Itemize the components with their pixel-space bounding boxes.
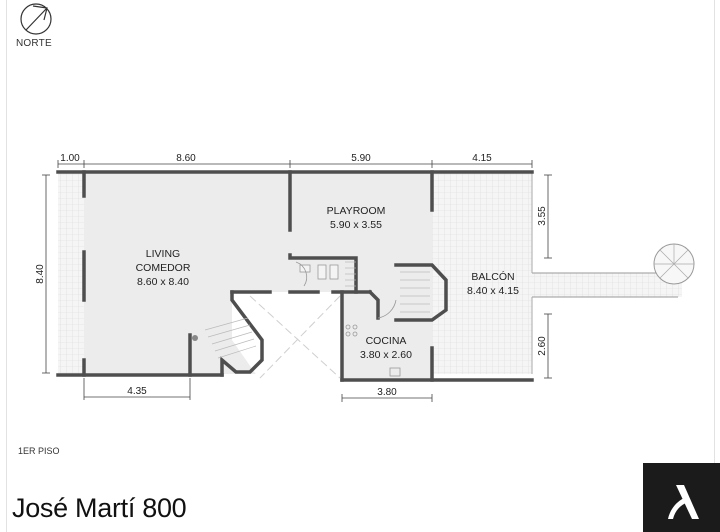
kitchen-floor [342,292,432,380]
room-balcon-name: BALCÓN [471,270,514,283]
page-title: José Martí 800 [12,493,187,523]
dim-bottom-left: 4.35 [127,386,147,397]
room-living-size: 8.60 x 8.40 [137,276,189,288]
dim-top-4: 4.15 [472,153,492,164]
spiral-stair-icon [653,243,695,285]
room-living-name: LIVING [146,248,180,260]
brand-logo [643,463,720,532]
left-terrace [58,172,84,374]
floor-plan: LIVING COMEDOR 8.60 x 8.40 PLAYROOM 5.90… [35,153,695,402]
room-cocina-name: COCINA [366,335,407,347]
dim-right-upper: 3.55 [537,206,548,226]
balcony-floor [432,172,532,374]
void-opening [232,292,342,380]
room-living-name2: COMEDOR [136,262,191,274]
page-frame-right [714,0,715,532]
room-playroom-size: 5.90 x 3.55 [330,219,382,231]
lambda-logo-icon [668,485,699,519]
hall-floor [290,262,432,292]
dim-left: 8.40 [35,264,46,284]
column-icon [192,335,198,341]
dim-top-3: 5.90 [351,153,371,164]
playroom-floor [290,172,432,262]
balcony-walkway [532,273,682,297]
room-cocina-size: 3.80 x 2.60 [360,349,412,361]
north-arrow-icon [20,3,52,35]
floor-label: 1ER PISO [18,446,60,456]
compass-label: NORTE [16,38,52,49]
dim-top-1: 1.00 [60,153,80,164]
dim-bottom-kitchen: 3.80 [377,387,397,398]
room-balcon-size: 8.40 x 4.15 [467,285,519,297]
room-playroom-name: PLAYROOM [327,205,386,217]
dim-top-2: 8.60 [176,153,196,164]
dim-right-lower: 2.60 [537,336,548,356]
page-frame-left [6,0,7,532]
